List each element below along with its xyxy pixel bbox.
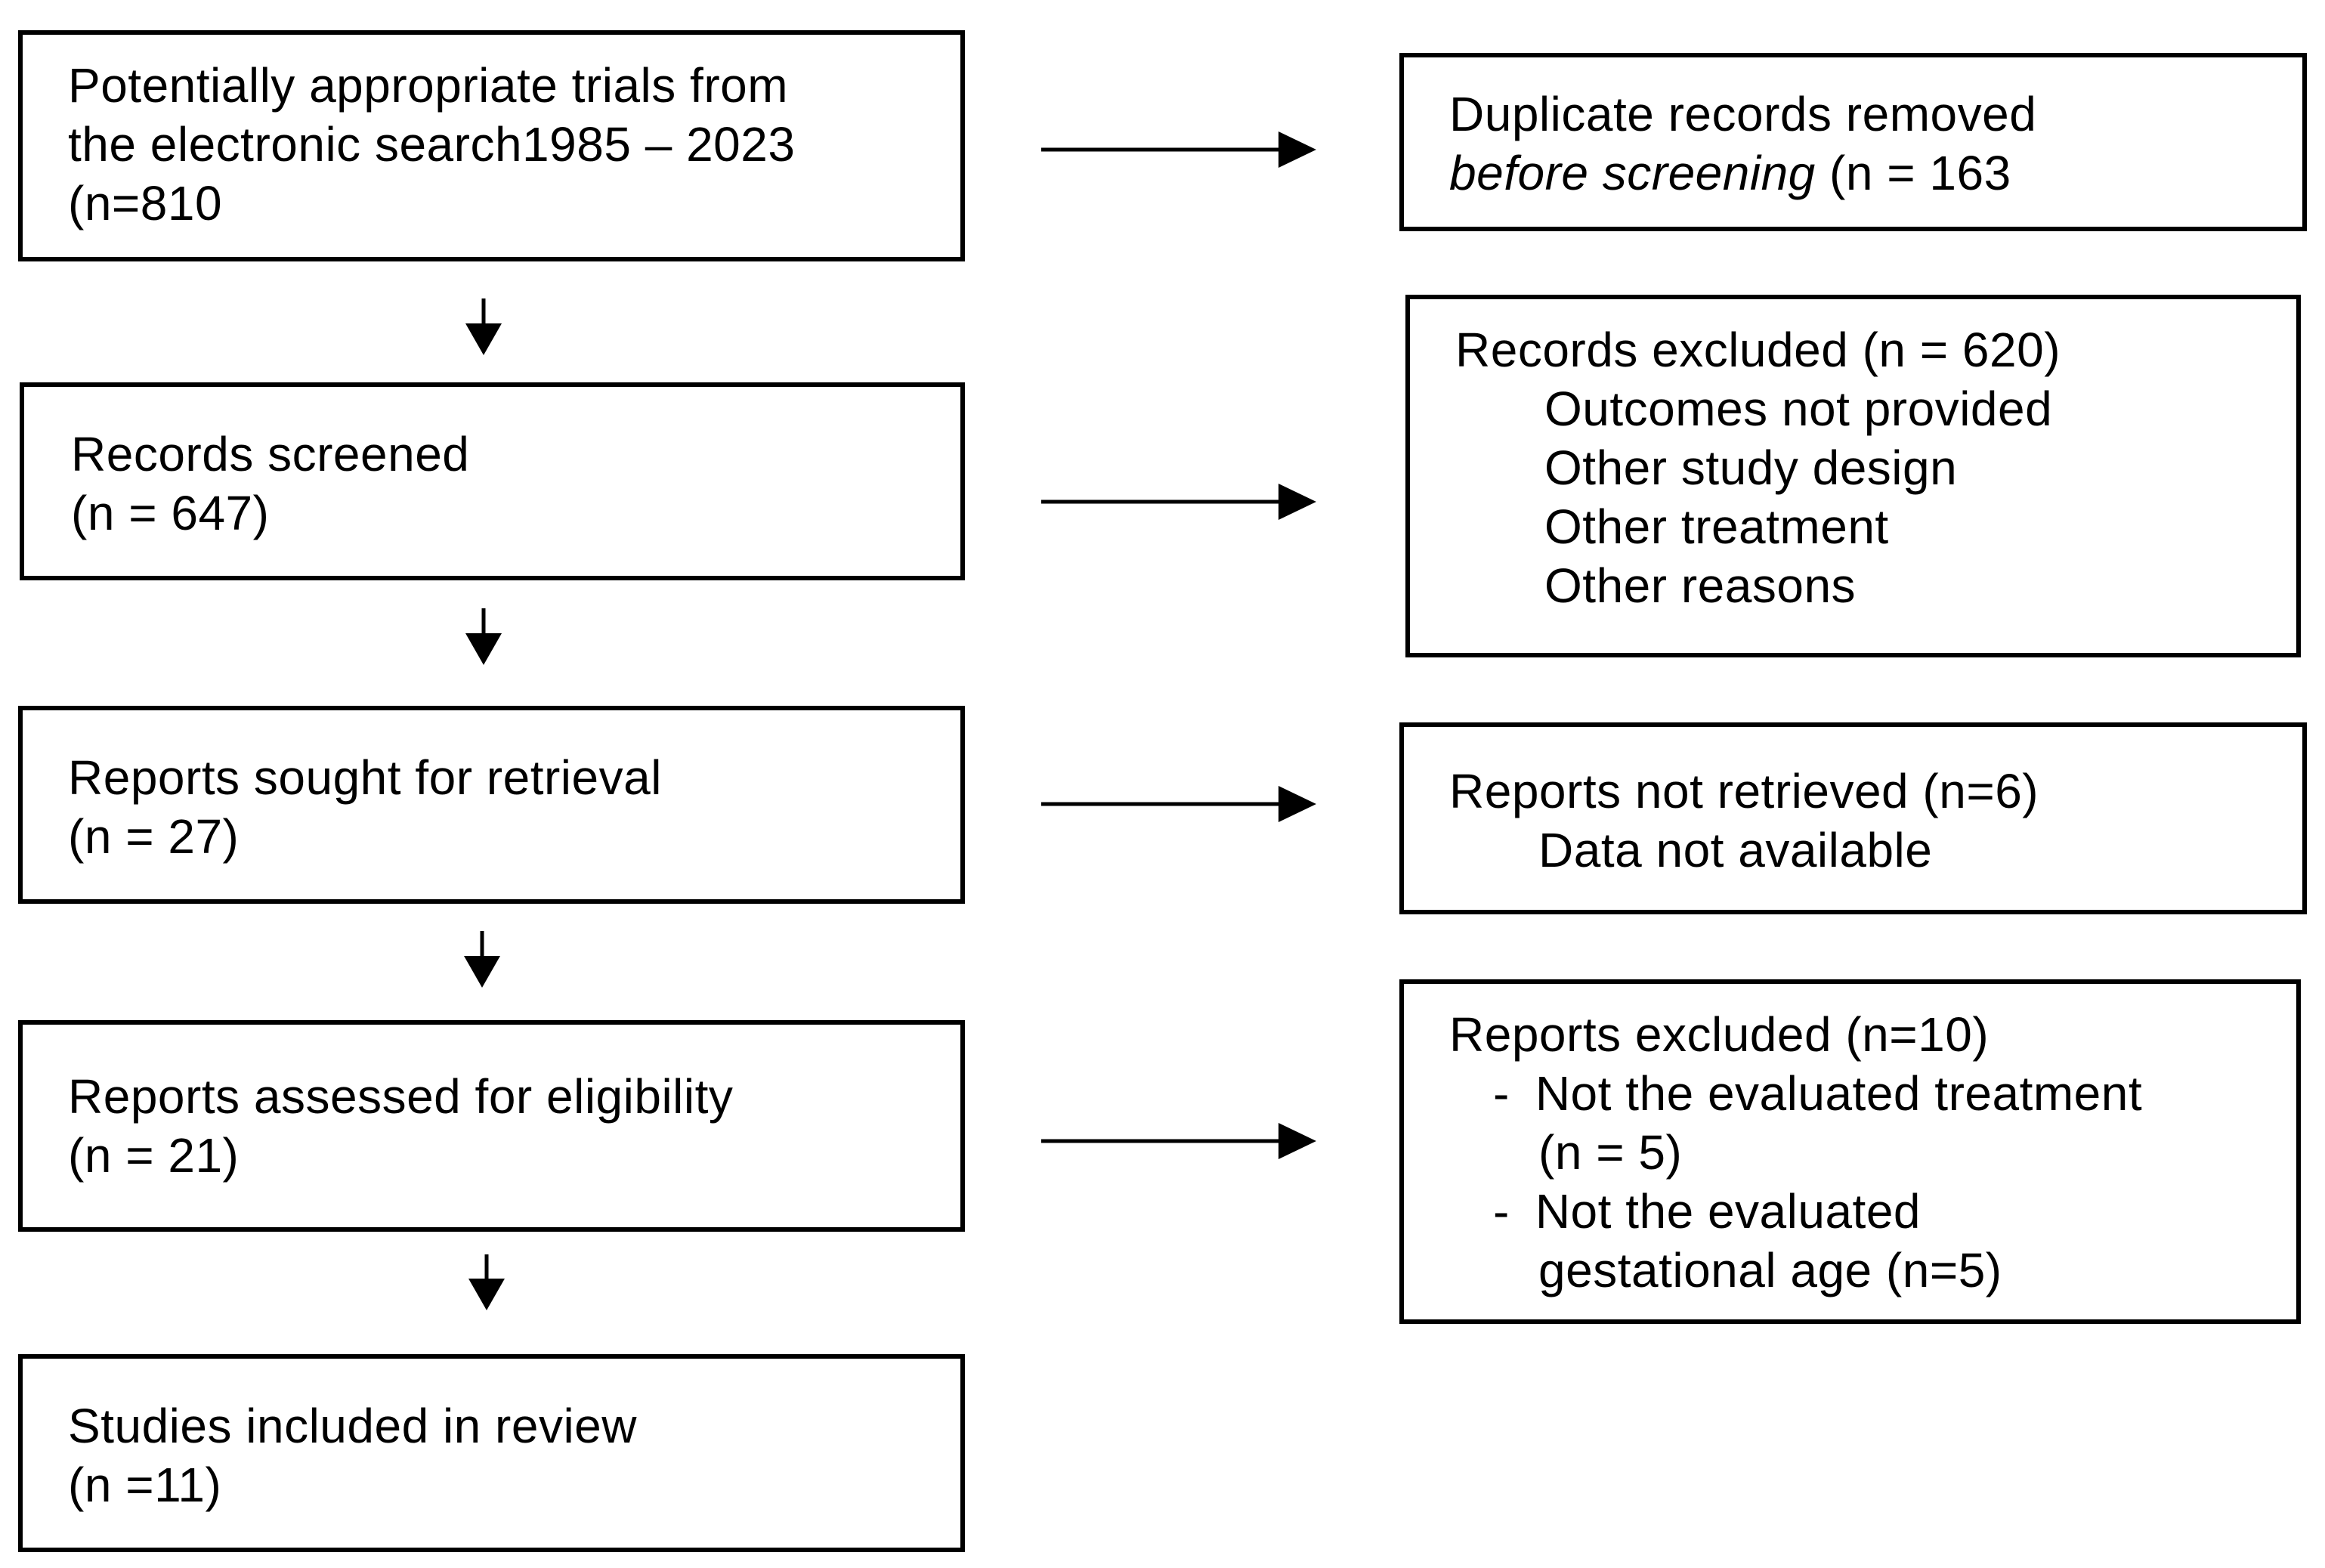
right-arrow-1 (1041, 131, 1316, 168)
right-arrow-3 (1041, 786, 1316, 822)
included-line-1: Studies included in review (68, 1399, 637, 1453)
identification-line-1: Potentially appropriate trials from (68, 58, 789, 113)
retrieval-line-2: (n = 27) (68, 809, 240, 864)
eligibility-line-1: Reports assessed for eligibility (68, 1069, 734, 1124)
not-retrieved-text: Reports not retrieved (n=6) Data not ava… (1449, 762, 2039, 880)
dash-bullet-1: - (1493, 1066, 1510, 1121)
identification-box (18, 30, 965, 261)
reports-excluded-title: Reports excluded (n=10) (1449, 1007, 1990, 1062)
reports-excluded-reason-2-line-2: gestational age (n=5) (1538, 1243, 2002, 1297)
included-box (18, 1354, 965, 1552)
duplicates-italic-phrase: before screening (1449, 146, 1816, 200)
records-excluded-title: Records excluded (n = 620) (1455, 323, 2061, 377)
reports-excluded-reason-2: -Not the evaluated (1449, 1182, 2142, 1241)
eligibility-text: Reports assessed for eligibility (n = 21… (68, 1067, 733, 1185)
screened-line-2: (n = 647) (71, 486, 270, 540)
included-text: Studies included in review (n =11) (68, 1396, 637, 1514)
records-excluded-reason-4: Other reasons (1544, 558, 1857, 613)
reports-excluded-box (1399, 979, 2301, 1324)
reports-excluded-text: Reports excluded (n=10) -Not the evaluat… (1449, 1005, 2142, 1300)
records-excluded-reason-1: Outcomes not provided (1544, 382, 2053, 436)
reports-excluded-reason-2-line-1: Not the evaluated (1535, 1184, 1921, 1239)
records-excluded-reason-2: Other study design (1544, 441, 1958, 495)
eligibility-box (18, 1020, 965, 1232)
duplicates-box (1399, 53, 2307, 231)
included-line-2: (n =11) (68, 1458, 222, 1512)
right-arrow-2 (1041, 484, 1316, 520)
records-excluded-reason-3: Other treatment (1544, 499, 1889, 554)
dash-bullet-2: - (1493, 1184, 1510, 1239)
identification-line-2: the electronic search1985 – 2023 (68, 117, 796, 172)
reports-excluded-reason-1-line-1: Not the evaluated treatment (1535, 1066, 2143, 1121)
screened-box (20, 382, 965, 580)
retrieval-text: Reports sought for retrieval (n = 27) (68, 748, 662, 866)
records-excluded-text: Records excluded (n = 620) Outcomes not … (1455, 320, 2061, 615)
down-arrow-4 (468, 1254, 505, 1310)
not-retrieved-title: Reports not retrieved (n=6) (1449, 764, 2039, 818)
identification-line-3: (n=810 (68, 176, 223, 230)
reports-excluded-reason-1: -Not the evaluated treatment (1449, 1064, 2142, 1123)
screened-line-1: Records screened (71, 427, 470, 481)
records-excluded-box (1405, 295, 2301, 657)
screened-text: Records screened (n = 647) (71, 425, 469, 543)
duplicates-text: Duplicate records removed before screeni… (1449, 85, 2036, 203)
duplicates-line-2: before screening (n = 163 (1449, 144, 2036, 203)
duplicates-count: (n = 163 (1815, 146, 2011, 200)
not-retrieved-reason-1: Data not available (1538, 823, 1933, 877)
eligibility-line-2: (n = 21) (68, 1128, 240, 1183)
down-arrow-3 (464, 931, 500, 988)
retrieval-line-1: Reports sought for retrieval (68, 750, 662, 805)
identification-text: Potentially appropriate trials from the … (68, 56, 795, 233)
down-arrow-2 (465, 608, 502, 665)
duplicates-line-1: Duplicate records removed (1449, 87, 2037, 141)
not-retrieved-box (1399, 722, 2307, 914)
down-arrow-1 (465, 298, 502, 355)
reports-excluded-reason-1-line-2: (n = 5) (1538, 1125, 1683, 1180)
retrieval-box (18, 706, 965, 904)
right-arrow-4 (1041, 1123, 1316, 1159)
